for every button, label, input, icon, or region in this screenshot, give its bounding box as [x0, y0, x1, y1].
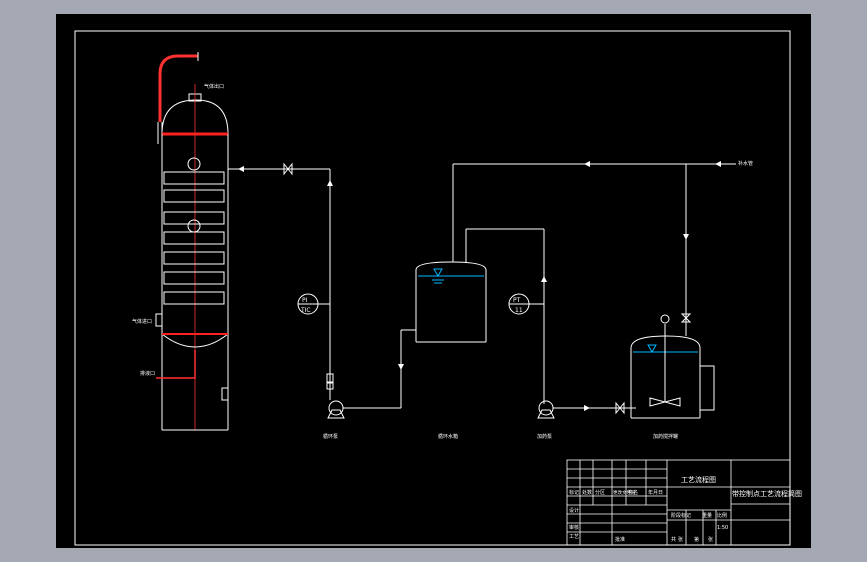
- make-up-water-line: [452, 163, 736, 404]
- misc-cell: 共: [671, 536, 676, 543]
- dosing-pump-label: 加药泵: [537, 433, 552, 440]
- flow-arrow-icon: [584, 161, 590, 167]
- gas-outlet-label: 气体出口: [204, 83, 224, 90]
- misc-cell: 阶段标记: [671, 512, 691, 519]
- recycle-pump-label: 循环泵: [323, 433, 338, 440]
- misc-cell: 比例: [717, 512, 727, 519]
- misc-cell: 批准: [615, 536, 625, 543]
- flow-arrow-icon: [327, 180, 333, 186]
- dosing-pump[interactable]: [537, 400, 636, 419]
- liquid-outlet-label: 排液口: [140, 370, 155, 377]
- valve-icon[interactable]: [615, 401, 625, 415]
- header-cell: 签名: [628, 489, 638, 496]
- row-label: 工艺: [569, 534, 579, 540]
- inner-border: [74, 30, 791, 546]
- valve-icon[interactable]: [283, 162, 293, 176]
- dosing-tank-label: 加药搅拌罐: [653, 433, 678, 440]
- recycle-pump[interactable]: [327, 400, 401, 419]
- circulation-tank: [415, 261, 487, 343]
- instrument-loop: 11: [515, 307, 523, 314]
- misc-cell: 张: [708, 536, 713, 543]
- header-cell: 年月日: [648, 489, 663, 496]
- header-cell: 处数: [582, 489, 592, 496]
- recycle-line: [238, 168, 331, 400]
- flow-arrow-icon: [683, 234, 689, 240]
- instrument-left[interactable]: PI TIC: [297, 293, 330, 315]
- instrument-loop: TIC: [300, 307, 311, 314]
- flow-arrow-icon: [715, 161, 721, 167]
- row-label: 设计: [569, 507, 579, 514]
- drawing-name: 工艺流程图: [681, 475, 716, 484]
- instrument-tag: PT: [513, 297, 521, 304]
- check-valve-icon[interactable]: [326, 373, 334, 383]
- misc-cell: 1:50: [717, 525, 728, 531]
- process-flow-diagram: 气体出口 气体进口 排液口 PI TIC 循环泵: [74, 30, 802, 546]
- scrubber-tower: [155, 52, 238, 431]
- drawing-sheet: 气体出口 气体进口 排液口 PI TIC 循环泵: [56, 14, 811, 548]
- misc-cell: 第: [694, 536, 699, 543]
- flow-arrow-icon: [584, 405, 590, 411]
- flow-arrow-icon: [398, 364, 404, 370]
- misc-cell: 张: [678, 536, 683, 543]
- make-up-water-label: 补水管: [738, 160, 753, 167]
- row-label: 标记: [569, 489, 579, 496]
- header-cell: 更改文件号: [613, 489, 636, 496]
- title-block: [566, 459, 791, 546]
- instrument-right[interactable]: PT 11: [508, 293, 544, 315]
- gas-inlet-label: 气体进口: [132, 318, 152, 325]
- tank-suction-line: [400, 329, 416, 408]
- row-label: 审核: [569, 524, 579, 531]
- misc-cell: 重量: [702, 512, 712, 519]
- project-name: 带控制点工艺流程简图: [732, 489, 802, 498]
- circulation-tank-label: 循环水箱: [438, 433, 458, 440]
- header-cell: 分区: [595, 489, 605, 496]
- dosing-tank: [630, 313, 715, 419]
- flow-arrow-icon: [541, 276, 547, 282]
- flow-arrow-icon: [238, 166, 244, 172]
- instrument-tag: PI: [302, 297, 308, 304]
